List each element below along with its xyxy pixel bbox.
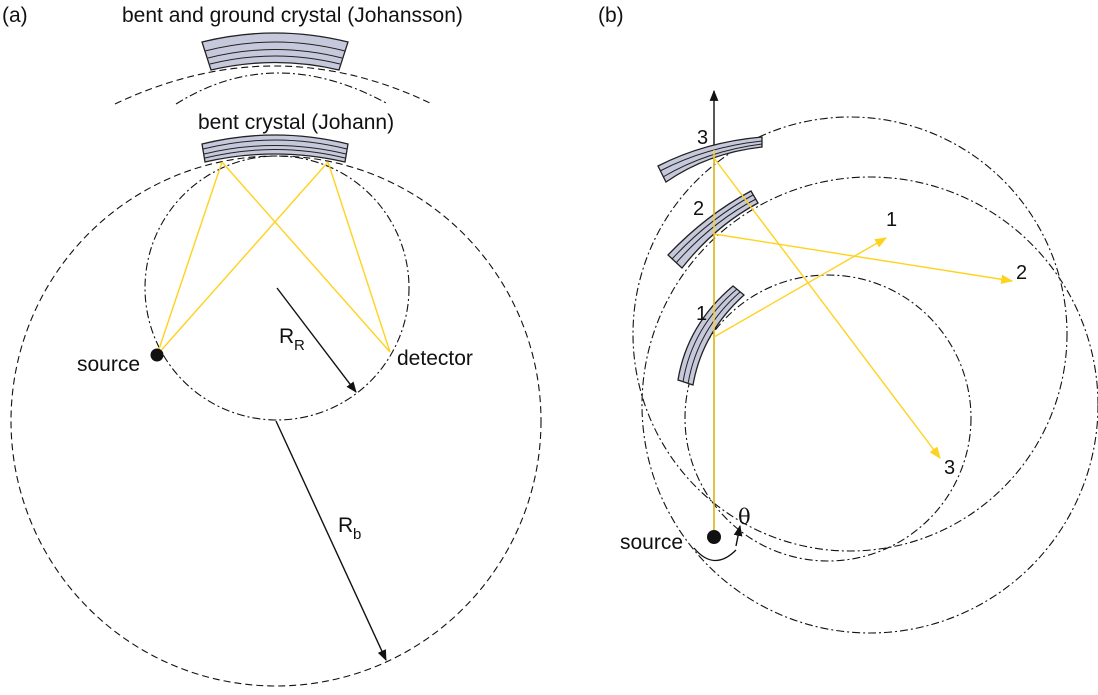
source-label-a: source — [77, 353, 140, 376]
source-point-b — [707, 530, 721, 544]
crystal-number-3: 3 — [697, 127, 708, 149]
panel-b-label: (b) — [598, 4, 624, 27]
rotation-arrow — [733, 524, 743, 547]
johann-label: bent crystal (Johann) — [198, 111, 394, 134]
focus-number-2: 2 — [1016, 262, 1027, 284]
focus-number-3: 3 — [944, 457, 955, 479]
crystal-pos1 — [677, 285, 745, 386]
ray-crystal3-to-focus3 — [713, 157, 941, 459]
panel-a-label: (a) — [2, 4, 28, 27]
svg-text:R: R — [279, 325, 294, 348]
crystal-number-2: 2 — [693, 198, 704, 220]
svg-text:b: b — [353, 526, 361, 543]
johann-crystal — [201, 134, 349, 163]
rowland-radius-arrow — [276, 287, 357, 393]
bending-radius-arrow — [275, 420, 387, 661]
rowland-radius-label: R R — [279, 325, 305, 354]
johansson-bending-circle-arc — [114, 65, 433, 105]
johansson-crystal — [201, 32, 349, 71]
xray-paths-a — [156, 161, 391, 356]
rotation-arc — [693, 547, 737, 562]
crystal-number-1: 1 — [696, 303, 707, 325]
ray-crystal2-to-focus2 — [713, 233, 1014, 285]
focus-number-1: 1 — [886, 209, 897, 231]
rowland-circle-pos3 — [632, 116, 1068, 552]
svg-text:R: R — [338, 514, 353, 537]
detector-label: detector — [397, 347, 473, 370]
bending-radius-label: R b — [338, 514, 361, 543]
source-point-a — [150, 348, 164, 362]
source-label-b: source — [620, 531, 683, 554]
theta-symbol: θ — [738, 505, 751, 529]
johansson-rowland-circle-arc — [175, 72, 389, 105]
crystal-pos3 — [657, 136, 763, 183]
johansson-label: bent and ground crystal (Johansson) — [122, 4, 463, 27]
xray-paths-b — [713, 150, 1014, 537]
panel-a: (a) bent and ground crystal (Johansson) … — [2, 4, 542, 687]
crystal-pos2 — [667, 190, 759, 269]
rowland-circle — [144, 155, 410, 421]
rowland-circle-pos2 — [641, 176, 1098, 634]
svg-text:R: R — [294, 337, 305, 354]
panel-b: (b) 3 2 — [598, 4, 1098, 634]
ray-crystal1-to-focus1 — [713, 237, 888, 338]
rowland-circle-pos1 — [684, 274, 972, 562]
